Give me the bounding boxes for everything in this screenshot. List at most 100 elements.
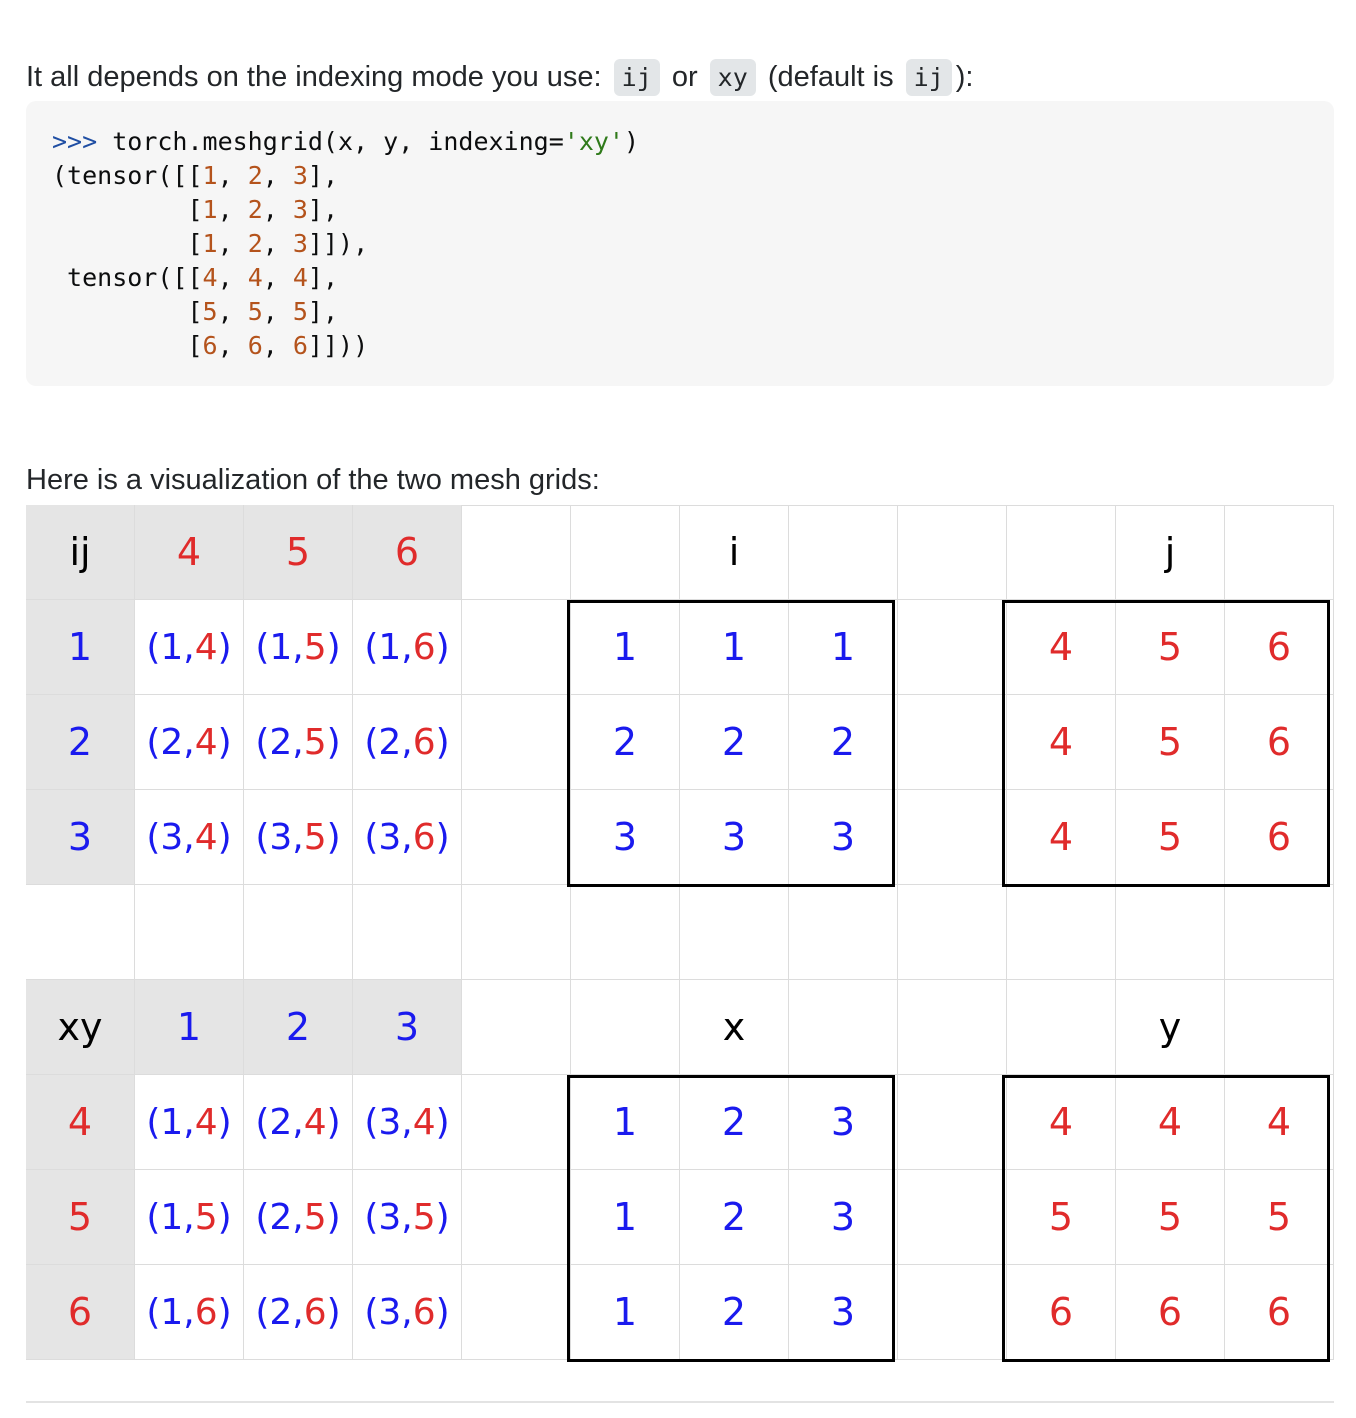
grid-cell: 1	[26, 600, 135, 695]
cell-value: 2	[721, 1195, 747, 1239]
grid-cell: 6	[1007, 1265, 1116, 1360]
cell-value: 6	[67, 1290, 93, 1334]
grid-cell	[353, 885, 462, 980]
coordinate-pair: (2,4)	[146, 722, 231, 763]
code-token: 6	[202, 331, 218, 360]
grid-cell: 5	[1116, 790, 1225, 885]
pair-second-value: 4	[194, 1101, 218, 1143]
grid-cell: 2	[26, 695, 135, 790]
code-token: 5	[292, 297, 308, 326]
visualization-caption: Here is a visualization of the two mesh …	[26, 464, 600, 496]
pair-punctuation: (	[146, 1101, 161, 1143]
code-line: [1, 2, 3]]),	[52, 229, 368, 258]
cell-value: 4	[1157, 1100, 1183, 1144]
cell-value: 1	[612, 1195, 638, 1239]
grid-cell: 5	[244, 505, 353, 600]
code-token: 3	[292, 195, 308, 224]
cell-value: 3	[830, 1290, 856, 1334]
grid-cell: 6	[1225, 600, 1334, 695]
pair-first-value: 3	[378, 1101, 402, 1143]
pair-second-value: 4	[194, 626, 218, 668]
cell-value: 6	[1157, 1290, 1183, 1334]
grid-cell	[462, 505, 571, 600]
pair-second-value: 6	[303, 1291, 327, 1333]
grid-cell: 1	[680, 600, 789, 695]
pair-first-value: 1	[160, 1291, 184, 1333]
pair-second-value: 4	[194, 816, 218, 858]
coordinate-pair: (2,6)	[255, 1292, 340, 1333]
cell-value: 3	[721, 815, 747, 859]
coordinate-pair: (3,5)	[364, 1197, 449, 1238]
grid-cell: j	[1116, 505, 1225, 600]
pair-first-value: 2	[378, 721, 402, 763]
code-token: [	[52, 229, 203, 258]
cell-value: 2	[721, 1290, 747, 1334]
pair-second-value: 6	[412, 816, 436, 858]
pair-punctuation: ,	[292, 721, 304, 763]
grid-cell: xy	[26, 980, 135, 1075]
code-line: >>> torch.meshgrid(x, y, indexing='xy')	[52, 127, 639, 156]
code-token: ,	[262, 297, 293, 326]
pair-punctuation: (	[364, 1101, 379, 1143]
grid-cell	[135, 885, 244, 980]
code-token: ,	[262, 229, 293, 258]
grid-cell: 4	[1116, 1075, 1225, 1170]
pair-punctuation: ,	[292, 816, 304, 858]
cell-value: 3	[612, 815, 638, 859]
grid-cell: (3,6)	[353, 1265, 462, 1360]
code-token: ,	[262, 161, 293, 190]
grid-cell	[1225, 505, 1334, 600]
pair-first-value: 2	[269, 1101, 293, 1143]
grid-cell	[462, 1170, 571, 1265]
cell-value: 5	[67, 1195, 93, 1239]
grid-cell: 1	[789, 600, 898, 695]
grid-cell	[462, 980, 571, 1075]
cell-value: 5	[1157, 1195, 1183, 1239]
grid-cell: 6	[26, 1265, 135, 1360]
cell-value: 1	[67, 625, 93, 669]
pair-punctuation: )	[435, 1291, 450, 1333]
code-token: 4	[202, 263, 218, 292]
pair-second-value: 5	[303, 816, 327, 858]
grid-cell: (3,4)	[353, 1075, 462, 1170]
pair-punctuation: )	[217, 1101, 232, 1143]
pair-punctuation: )	[326, 1196, 341, 1238]
pair-first-value: 2	[269, 721, 293, 763]
cell-value: 5	[285, 530, 311, 574]
cell-value: i	[728, 530, 740, 574]
pair-punctuation: ,	[183, 1196, 195, 1238]
pair-punctuation: (	[364, 721, 379, 763]
grid-cell	[898, 1265, 1007, 1360]
pair-first-value: 3	[378, 1196, 402, 1238]
pair-punctuation: ,	[401, 1291, 413, 1333]
code-token: 'xy'	[563, 127, 624, 156]
pair-punctuation: (	[364, 1291, 379, 1333]
grid-cell: 4	[1007, 1075, 1116, 1170]
code-token: [	[52, 331, 203, 360]
cell-value: 6	[1266, 815, 1292, 859]
grid-cell: 4	[1007, 695, 1116, 790]
pair-punctuation: (	[146, 1291, 161, 1333]
pair-punctuation: (	[146, 626, 161, 668]
cell-value: 4	[1048, 1100, 1074, 1144]
grid-cell: (3,5)	[244, 790, 353, 885]
code-block: >>> torch.meshgrid(x, y, indexing='xy') …	[26, 101, 1334, 386]
code-token: 6	[292, 331, 308, 360]
code-token: ,	[262, 331, 293, 360]
pair-second-value: 4	[194, 721, 218, 763]
code-token: torch.meshgrid(x, y, indexing=	[112, 127, 564, 156]
cell-value: 1	[721, 625, 747, 669]
grid-cell: 3	[571, 790, 680, 885]
grid-cell: 1	[571, 600, 680, 695]
inline-code-ij: ij	[613, 59, 660, 96]
pair-second-value: 4	[303, 1101, 327, 1143]
pair-punctuation: )	[217, 816, 232, 858]
grid-cell: 2	[680, 1075, 789, 1170]
pair-punctuation: (	[255, 1291, 270, 1333]
grid-cell: ij	[26, 505, 135, 600]
grid-cell: 6	[1225, 695, 1334, 790]
pair-punctuation: (	[364, 626, 379, 668]
grid-cell	[1007, 885, 1116, 980]
pair-punctuation: ,	[292, 1291, 304, 1333]
